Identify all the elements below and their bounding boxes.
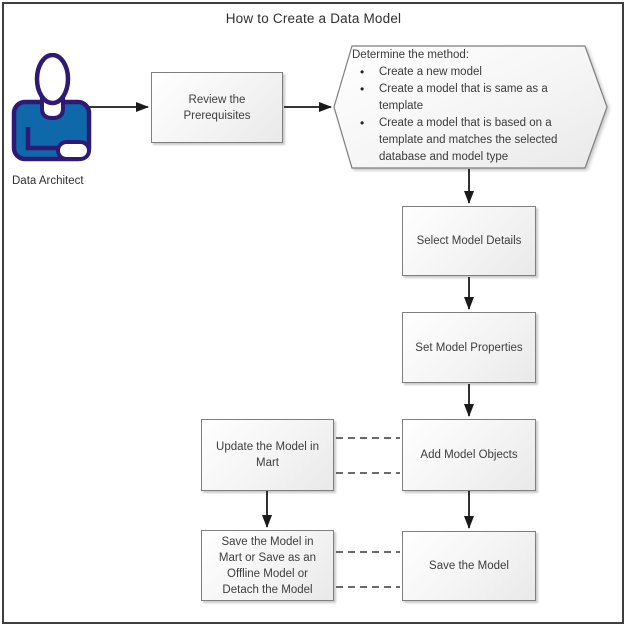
- process-box-label: Select Model Details: [416, 235, 522, 247]
- process-box-add-model-objects: Add Model Objects: [402, 419, 536, 491]
- person-arm: [25, 127, 62, 151]
- process-box-set-model-properties: Set Model Properties: [402, 312, 536, 383]
- data-architect-icon: [11, 53, 92, 162]
- process-box-label: Save the Model: [429, 560, 509, 572]
- process-box-save-model-in-mart: Save the Model in Mart or Save as an Off…: [201, 530, 334, 601]
- method-bullet: Create a new model: [360, 64, 592, 81]
- process-box-review-prerequisites: Review the Prerequisites: [151, 72, 283, 143]
- process-box-label: Add Model Objects: [420, 449, 518, 461]
- process-box-update-model-in-mart: Update the Model in Mart: [201, 419, 334, 491]
- diagram-title: How to Create a Data Model: [225, 11, 402, 26]
- method-header: Determine the method:: [352, 49, 469, 61]
- process-box-save-the-model: Save the Model: [402, 531, 536, 601]
- person-cuff: [56, 140, 91, 161]
- method-bullet: Create a model that is based on a templa…: [360, 115, 592, 166]
- method-bullet: Create a model that is same as a templat…: [360, 81, 592, 115]
- method-bullet-list: Create a new model Create a model that i…: [352, 64, 592, 166]
- actor-label: Data Architect: [12, 175, 84, 187]
- process-box-select-model-details: Select Model Details: [402, 206, 536, 276]
- process-box-label: Set Model Properties: [415, 341, 523, 354]
- process-box-label: Update the Model in Mart: [216, 441, 319, 469]
- process-box-label: Review the Prerequisites: [183, 93, 251, 122]
- process-box-label: Save the Model in Mart or Save as an Off…: [218, 535, 317, 596]
- person-head: [34, 53, 71, 106]
- decision-hexagon-text: Determine the method: Create a new model…: [352, 47, 592, 166]
